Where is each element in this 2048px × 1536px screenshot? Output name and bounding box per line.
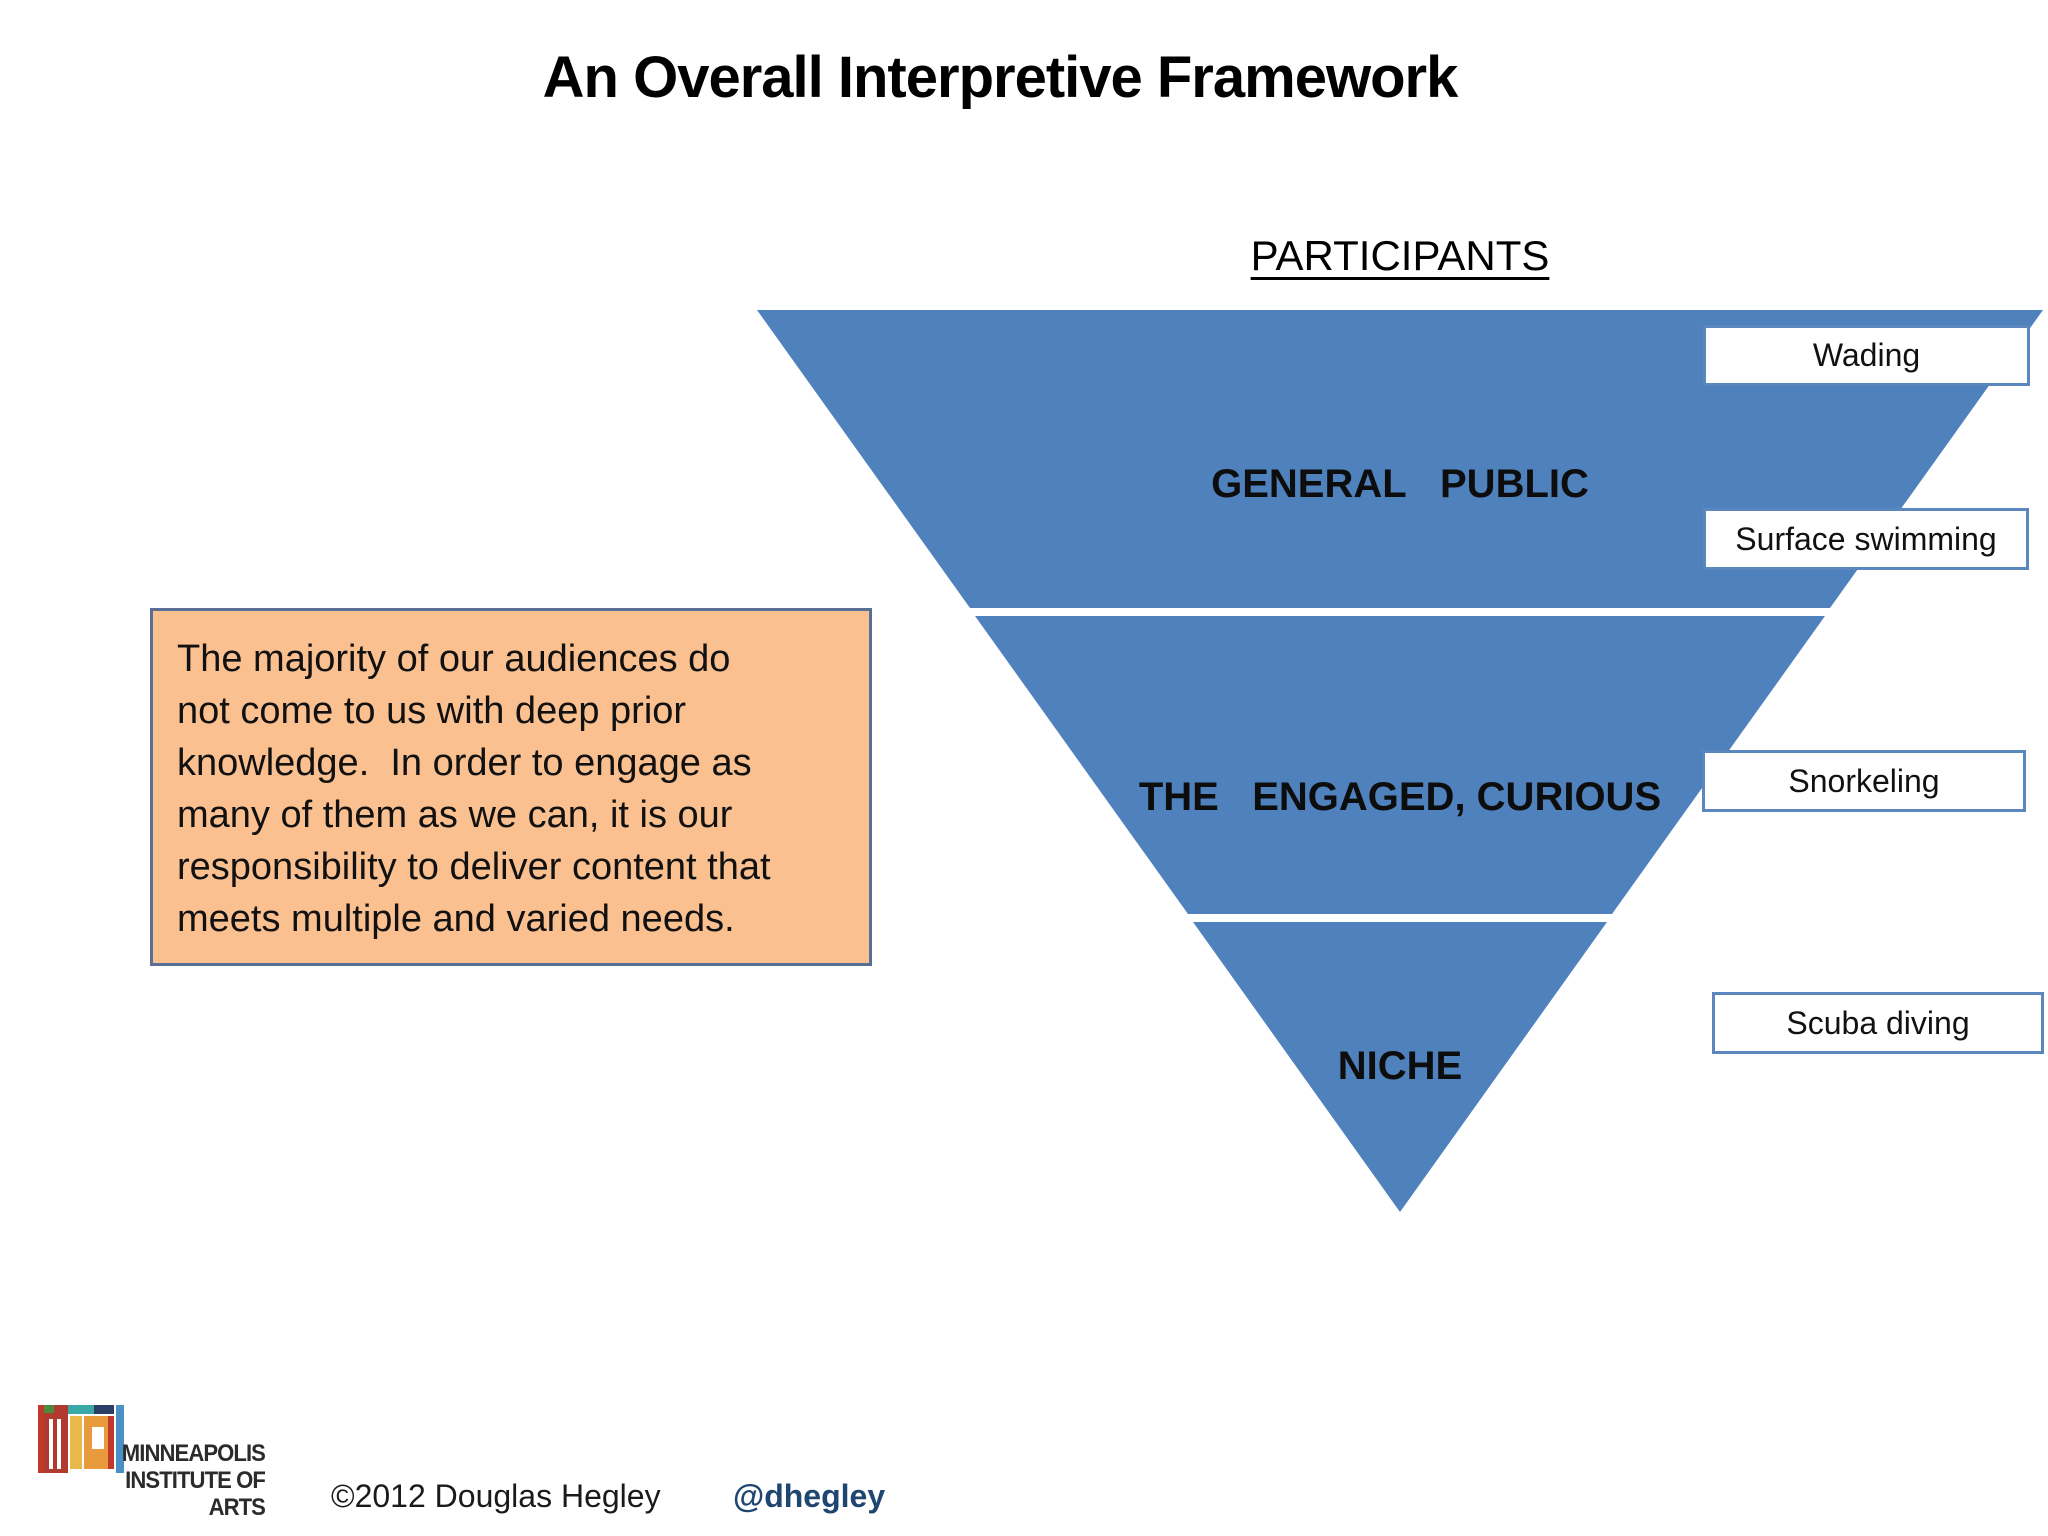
twitter-handle: @dhegley [733,1478,886,1514]
depth-box-wading: Wading [1703,325,2030,386]
funnel-label-niche: NICHE [1337,1044,1463,1088]
callout-line: not come to us with deep prior [177,690,687,732]
funnel-label-general-public: GENERAL PUBLIC [1211,462,1589,506]
depth-box-surface-swimming-label: Surface swimming [1735,520,1997,557]
mia-logo-icon [38,1405,124,1473]
funnel-section-engaged-curious [975,616,1825,914]
audience-callout-box: The majority of our audiences do not com… [150,608,872,966]
mia-logo-line1: MINNEAPOLIS [121,1440,266,1467]
funnel-section-niche [1193,922,1607,1212]
funnel-label-engaged-curious: THE ENGAGED, CURIOUS [1138,775,1662,819]
depth-box-scuba-diving-label: Scuba diving [1786,1004,1970,1041]
mia-logo-line2: INSTITUTE OF ARTS [125,1467,266,1521]
mia-logo-wordmark: MINNEAPOLIS INSTITUTE OF ARTS [109,1440,266,1521]
callout-line: The majority of our audiences do [177,638,731,680]
depth-box-snorkeling-label: Snorkeling [1788,762,1940,799]
callout-line: meets multiple and varied needs. [177,898,735,940]
depth-box-snorkeling: Snorkeling [1702,750,2026,812]
callout-line: responsibility to deliver content that [177,846,771,888]
callout-line: many of them as we can, it is our [177,794,733,836]
callout-line: knowledge. In order to engage as [177,742,752,784]
depth-box-surface-swimming: Surface swimming [1703,508,2029,570]
participants-heading: PARTICIPANTS [1250,232,1550,279]
depth-box-wading-label: Wading [1812,337,1921,373]
page-title: An Overall Interpretive Framework [542,45,1459,110]
depth-box-scuba-diving: Scuba diving [1712,992,2044,1054]
copyright-text: ©2012 Douglas Hegley [331,1478,661,1514]
